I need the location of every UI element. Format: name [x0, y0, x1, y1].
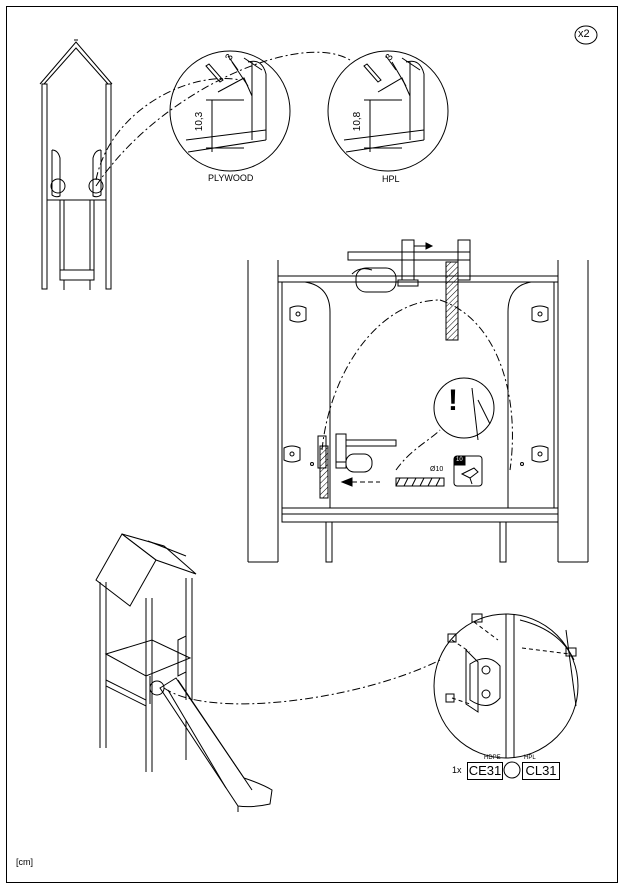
parts-material-a: HDPE — [484, 755, 501, 761]
parts-material-b: HPL — [524, 755, 536, 761]
part-code-cl31: CL31 — [522, 762, 560, 780]
plywood-label: PLYWOOD — [208, 173, 254, 183]
hpl-label: HPL — [382, 174, 400, 184]
drilling-panel — [247, 239, 589, 563]
quantity-badge-outline — [574, 25, 598, 45]
drill-diameter-label: Ø10 — [430, 466, 444, 473]
unit-label: [cm] — [16, 857, 33, 867]
detail-plywood — [169, 50, 291, 172]
warning-symbol: ! — [448, 384, 458, 417]
page-border — [6, 6, 618, 883]
hpl-height-dimension: 10,8 — [352, 111, 364, 132]
warning-circle — [433, 377, 495, 441]
tower-front-view — [39, 39, 113, 290]
detail-bracket — [433, 613, 579, 759]
parts-quantity: 1x — [452, 765, 462, 775]
detail-hpl — [327, 50, 449, 172]
tool-size-label: 10 — [456, 457, 463, 463]
quantity-badge: x2 — [578, 28, 590, 40]
part-code-ce31: CE31 — [467, 762, 503, 780]
parts-separator-ring — [503, 761, 521, 779]
playhouse-isometric — [95, 533, 273, 812]
plywood-height-dimension: 10,3 — [194, 111, 206, 132]
